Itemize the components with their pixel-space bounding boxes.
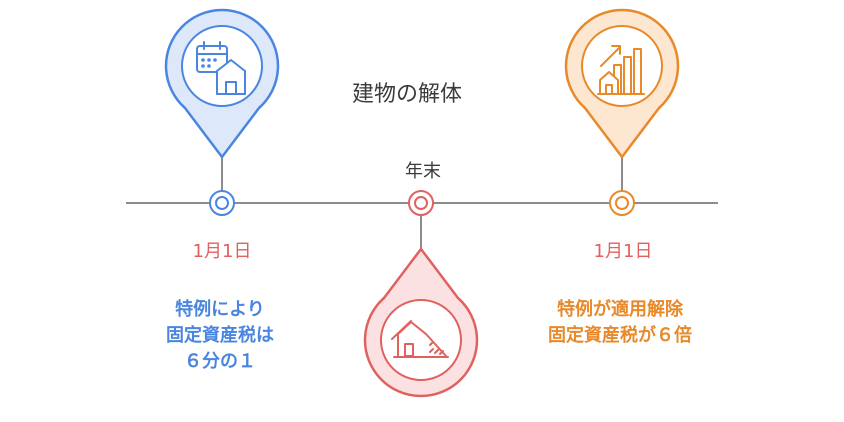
- center-label: 年末: [405, 161, 441, 182]
- left-description-line-1: 特例により: [175, 299, 265, 320]
- left-description-line-3: ６分の１: [184, 351, 256, 372]
- left-date: 1月1日: [192, 241, 252, 262]
- diagram-title: 建物の解体: [352, 82, 463, 107]
- pin-right: [564, 8, 680, 191]
- left-description-line-2: 固定資産税は: [166, 325, 274, 346]
- calendar-house-icon: [196, 41, 246, 95]
- right-description-line-2: 固定資産税が６倍: [548, 325, 692, 346]
- left-description: 特例により 固定資産税は ６分の１: [120, 297, 320, 375]
- right-description-line-1: 特例が適用解除: [557, 299, 683, 320]
- pin-center: [363, 215, 479, 398]
- house-growth-chart-icon: [597, 45, 645, 95]
- house-demolition-icon: [391, 320, 449, 358]
- right-description: 特例が適用解除 固定資産税が６倍: [505, 297, 735, 349]
- pin-left: [164, 8, 280, 191]
- right-date: 1月1日: [593, 241, 653, 262]
